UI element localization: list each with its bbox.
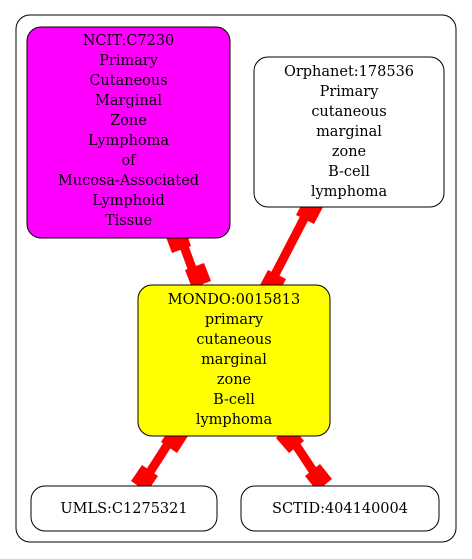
node-ncit-line: Primary xyxy=(99,53,159,69)
node-orphanet-line: Orphanet:178536 xyxy=(284,64,414,80)
node-ncit-line: Lymphoma xyxy=(88,133,169,149)
node-orphanet-line: cutaneous xyxy=(311,104,386,120)
node-mondo-line: marginal xyxy=(201,352,267,368)
node-orphanet-line: Primary xyxy=(320,84,380,100)
node-ncit-line: Cutaneous xyxy=(89,73,167,89)
svg-text:UMLS:C1275321: UMLS:C1275321 xyxy=(60,501,187,517)
node-orphanet-line: zone xyxy=(332,144,366,160)
node-sctid-404140004[interactable]: SCTID:404140004 xyxy=(240,485,440,532)
node-ncit-line: NCIT:C7230 xyxy=(83,33,175,49)
node-ncit-line: of xyxy=(121,153,137,169)
edges-layer xyxy=(131,198,332,492)
edge-orphanet-to-mondo xyxy=(259,198,323,296)
node-sctid-line: SCTID:404140004 xyxy=(272,501,408,517)
node-mondo-0015813[interactable]: MONDO:0015813 primary cutaneous marginal zon… xyxy=(137,284,331,437)
node-mondo-line: MONDO:0015813 xyxy=(168,292,300,308)
node-ncit-line: Tissue xyxy=(105,213,152,229)
edge-mondo-to-sctid xyxy=(276,425,332,491)
node-ncit-line: Lymphoid xyxy=(92,193,165,209)
node-mondo-line: primary xyxy=(205,312,264,328)
node-ncit-line: Marginal xyxy=(95,93,162,109)
node-mondo-line: cutaneous xyxy=(196,332,271,348)
node-mondo-line: lymphoma xyxy=(196,412,273,428)
node-orphanet-line: marginal xyxy=(316,124,382,140)
node-mondo-line: B-cell xyxy=(213,392,255,408)
cluster-border xyxy=(15,14,457,543)
node-orphanet-line: B-cell xyxy=(328,164,370,180)
node-ncit-line: Zone xyxy=(110,113,147,129)
svg-text:SCTID:404140004: SCTID:404140004 xyxy=(272,501,408,517)
node-umls-line: UMLS:C1275321 xyxy=(60,501,187,517)
node-umls-c1275321[interactable]: UMLS:C1275321 xyxy=(30,485,218,532)
node-mondo-line: zone xyxy=(217,372,251,388)
node-ncit-line: Mucosa-Associated xyxy=(58,173,199,189)
node-orphanet-line: lymphoma xyxy=(311,184,388,200)
